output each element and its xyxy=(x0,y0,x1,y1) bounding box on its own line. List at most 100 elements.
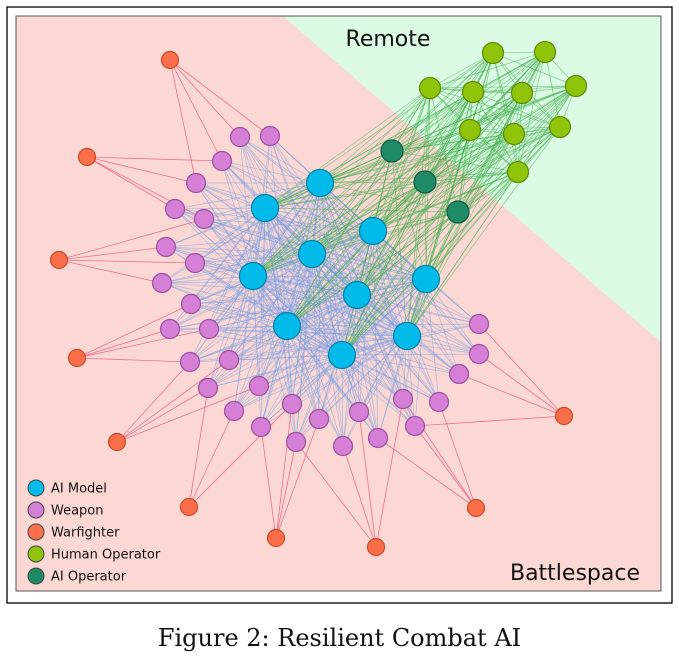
edge-operator-ai xyxy=(341,171,519,356)
human-operator-node xyxy=(510,81,534,105)
edge-warfighter-weapon xyxy=(188,387,209,508)
edge-operator-aiop xyxy=(391,85,577,152)
edge-weapon-ai xyxy=(174,208,288,327)
edge-operator-aiop xyxy=(424,85,577,183)
edge-weapon-ai xyxy=(341,353,480,356)
edge-weapon-ai xyxy=(260,253,313,428)
legend-label: Weapon xyxy=(51,504,104,519)
edge-weapon-ai xyxy=(356,294,360,413)
edge-weapon-ai xyxy=(286,325,297,443)
edge-operator-operator xyxy=(517,51,546,173)
edge-warfighter-weapon xyxy=(58,259,196,264)
weapon-node xyxy=(392,388,414,410)
edge-weapon-ai xyxy=(286,323,480,327)
human-operator-node xyxy=(548,115,572,139)
edge-operator-ai xyxy=(311,133,515,255)
weapon-node xyxy=(218,349,240,371)
edge-warfighter-weapon xyxy=(76,328,210,359)
edge-operator-aiop xyxy=(457,91,474,213)
edge-aiop-ai xyxy=(252,150,393,277)
edge-weapon-ai xyxy=(264,207,344,447)
edge-aiop-ai xyxy=(286,181,426,327)
edge-operator-ai xyxy=(406,171,519,337)
edge-operator-ai xyxy=(264,133,515,209)
edge-operator-aiop xyxy=(424,133,515,183)
edge-aiop-ai xyxy=(356,211,459,296)
warfighter-node xyxy=(266,528,286,548)
edge-warfighter-weapon xyxy=(295,441,377,548)
edge-warfighter-weapon xyxy=(86,156,176,210)
edge-weapon-ai xyxy=(233,275,254,412)
edge-weapon-ai xyxy=(319,182,440,403)
edge-weapon-ai xyxy=(165,207,266,248)
edge-warfighter-weapon xyxy=(414,425,477,509)
edge-aiop-ai xyxy=(264,181,426,209)
edge-warfighter-weapon xyxy=(169,59,223,162)
warfighter-node xyxy=(107,432,127,452)
edge-weapon-ai xyxy=(208,328,343,356)
edge-operator-aiop xyxy=(424,51,546,183)
ai-model-node xyxy=(272,311,302,341)
edge-weapon-ai xyxy=(406,335,416,427)
ai-operator-node xyxy=(380,139,404,163)
edge-weapon-ai xyxy=(228,182,321,361)
human-operator-node xyxy=(461,80,485,104)
edge-operator-ai xyxy=(425,92,523,280)
edge-weapon-ai xyxy=(342,294,358,447)
weapon-node xyxy=(448,363,470,385)
edge-weapon-ai xyxy=(195,182,343,356)
edge-weapon-ai xyxy=(372,230,440,403)
edge-operator-ai xyxy=(311,126,561,255)
warfighter-node xyxy=(179,497,199,517)
legend-label: Warfighter xyxy=(51,526,120,541)
edge-weapon-ai xyxy=(264,207,360,413)
edge-operator-aiop xyxy=(424,126,561,183)
weapon-node xyxy=(185,172,207,194)
edge-weapon-ai xyxy=(377,335,408,439)
edge-weapon-ai xyxy=(311,253,440,403)
edge-warfighter-weapon xyxy=(86,156,223,162)
human-operator-node xyxy=(533,40,557,64)
network-nodes xyxy=(49,40,588,557)
edge-weapon-ai xyxy=(291,335,408,405)
edge-warfighter-weapon xyxy=(169,59,271,137)
figure-frame xyxy=(6,6,673,604)
legend-swatch xyxy=(27,545,45,563)
weapon-node xyxy=(211,150,233,172)
edge-aiop-ai xyxy=(341,211,459,356)
edge-warfighter-weapon xyxy=(275,441,297,539)
edge-weapon-ai xyxy=(291,278,427,405)
edge-operator-operator xyxy=(429,87,561,128)
edge-weapon-ai xyxy=(208,207,266,330)
edge-weapon-ai xyxy=(161,207,266,284)
edge-operator-operator xyxy=(544,51,561,128)
edge-weapon-ai xyxy=(425,278,480,355)
edge-aiop-ai xyxy=(252,211,459,277)
weapon-node xyxy=(179,351,201,373)
edge-weapon-ai xyxy=(295,294,358,443)
edge-aiop-ai xyxy=(341,150,393,356)
edge-warfighter-weapon xyxy=(275,418,320,539)
ai-model-node xyxy=(305,168,335,198)
edge-ai-ai xyxy=(264,207,427,280)
edge-weapon-ai xyxy=(258,207,266,387)
edge-weapon-ai xyxy=(252,275,480,355)
human-operator-node xyxy=(418,76,442,100)
edge-operator-aiop xyxy=(391,150,519,173)
edge-operator-operator xyxy=(472,51,546,93)
edge-weapon-ai xyxy=(264,207,480,325)
weapon-node xyxy=(404,415,426,437)
edge-weapon-ai xyxy=(194,207,266,264)
human-operator-node xyxy=(502,122,526,146)
edge-operator-operator xyxy=(492,52,519,173)
ai-model-node xyxy=(327,340,357,370)
weapon-node xyxy=(348,401,370,423)
edge-operator-ai xyxy=(252,171,519,277)
edge-warfighter-weapon xyxy=(260,426,277,539)
edge-operator-aiop xyxy=(424,171,519,183)
edge-weapon-ai xyxy=(208,182,321,330)
warfighter-node xyxy=(77,147,97,167)
edge-operator-operator xyxy=(469,85,577,131)
edge-aiop-ai xyxy=(264,207,459,213)
